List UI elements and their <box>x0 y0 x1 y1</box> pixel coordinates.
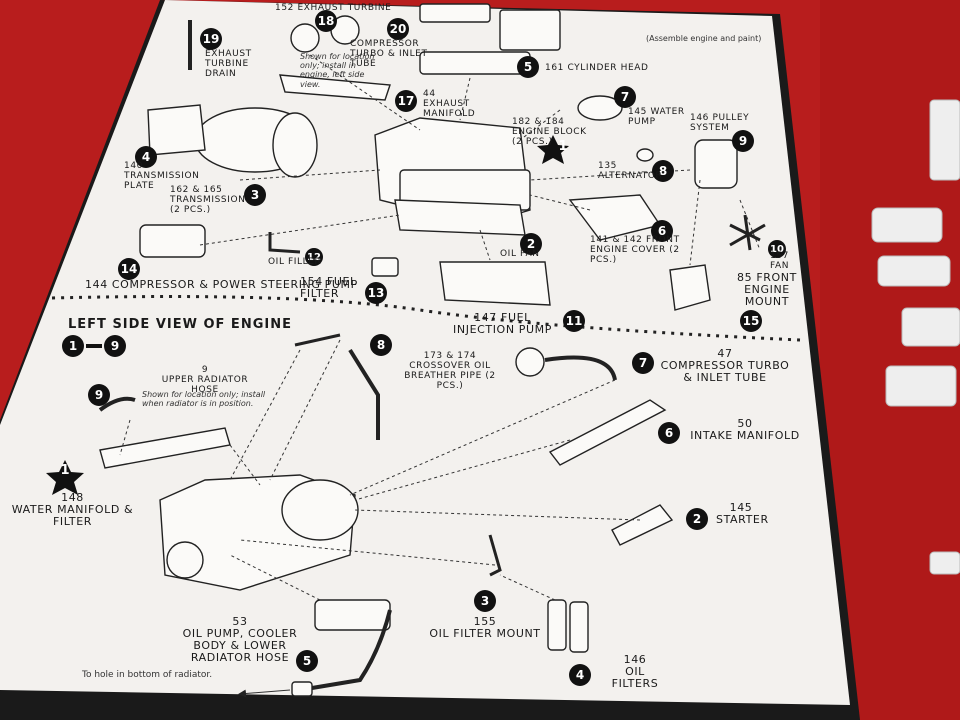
part-label: 144 COMPRESSOR & POWER STEERING PUMP <box>85 278 358 291</box>
step-badge: 13 <box>365 282 387 304</box>
part-label: 161 CYLINDER HEAD <box>545 63 649 73</box>
steps-to-badge: 9 <box>104 335 126 357</box>
step-star-top <box>537 135 569 164</box>
fuel-injection-pump-part <box>439 261 551 306</box>
part-label: 140 TRANSMISSION PLATE <box>124 161 200 191</box>
step-badge: 11 <box>563 310 585 332</box>
oil-filter-mount-part <box>488 534 502 577</box>
compressor-part <box>139 224 206 258</box>
step-badge: 5 <box>296 650 318 672</box>
part-label: 44 EXHAUST MANIFOLD <box>423 89 476 119</box>
step-badge: 7 <box>614 86 636 108</box>
part-label: 141 & 142 FRONT ENGINE COVER (2 pcs.) <box>590 235 680 265</box>
step-badge: 6 <box>651 220 673 242</box>
part-label: 182 & 184 ENGINE BLOCK (2 pcs.) <box>512 117 587 147</box>
step-badge: 3 <box>244 184 266 206</box>
engine-block-step: 1 <box>558 138 568 154</box>
step-badge: 19 <box>200 28 222 50</box>
step-badge: 15 <box>740 310 762 332</box>
step-badge: 5 <box>517 56 539 78</box>
part-label: EXHAUST TURBINE DRAIN <box>205 49 252 79</box>
range-dash <box>86 344 102 348</box>
step-badge: 9 <box>732 130 754 152</box>
oil-filter-part <box>547 599 567 651</box>
pulley-system-part <box>694 139 738 189</box>
step-badge: 20 <box>387 18 409 40</box>
part-label: OIL FILLER <box>268 257 322 267</box>
plastic-parts <box>871 99 960 575</box>
intake-manifold-part <box>548 399 667 466</box>
section-title: LEFT SIDE VIEW OF ENGINE <box>68 317 292 332</box>
part-label: 152 EXHAUST TURBINE <box>275 3 392 13</box>
part-label: 146 PULLEY SYSTEM <box>690 113 750 133</box>
oil-pan-part <box>394 199 526 236</box>
compressor-turbo-part <box>515 347 545 377</box>
left-leader-lines <box>119 339 641 698</box>
part-label: 147 FUEL INJECTION PUMP <box>453 311 552 337</box>
upper-radiator-hose-part <box>98 396 136 412</box>
exhaust-manifold-part <box>279 74 391 101</box>
fuel-filter-part <box>371 257 399 277</box>
step-star-left <box>46 460 84 495</box>
location-note: Shown for location only; install in engi… <box>300 52 375 89</box>
step-badge: 18 <box>315 10 337 32</box>
transmission-plate-part <box>147 104 206 156</box>
alternator-part <box>636 148 654 162</box>
water-pump-part <box>577 95 623 121</box>
oil-pump-cooler-part <box>314 599 391 631</box>
step-badge: 3 <box>474 590 496 612</box>
step-badge: 9 <box>88 384 110 406</box>
exhaust-turbine-part <box>290 23 320 53</box>
left-view-parts <box>98 333 674 697</box>
breather-pipe-part <box>348 348 380 440</box>
radiator-note: To hole in bottom of radiator. <box>82 670 213 680</box>
hose-note: Shown for location only; install when ra… <box>142 390 266 409</box>
oil-filler-part <box>268 232 301 254</box>
part-label: 154 FUEL FILTER <box>300 275 357 301</box>
water-manifold-step: 1 <box>60 462 70 478</box>
part-label: COMPRESSOR TURBO & INLET TUBE <box>350 39 428 69</box>
top-view-parts <box>139 3 766 311</box>
step-badge: 7 <box>632 352 654 374</box>
part-label: OIL PAN <box>500 249 540 259</box>
step-badge: 17 <box>395 90 417 112</box>
step-badge: 2 <box>686 508 708 530</box>
part-label: 145 WATER PUMP <box>628 107 685 127</box>
step-badge: 2 <box>520 233 542 255</box>
step-badge: 10 <box>768 240 786 258</box>
step-badge: 4 <box>135 146 157 168</box>
step-badge: 14 <box>118 258 140 280</box>
part-label: 85 FRONT ENGINE MOUNT <box>737 271 797 309</box>
step-badge: 6 <box>658 422 680 444</box>
step-badge: 4 <box>569 664 591 686</box>
step-badge: 8 <box>370 334 392 356</box>
assemble-note: (Assemble engine and paint) <box>646 34 762 43</box>
step-badge: 8 <box>652 160 674 182</box>
step-badge: 12 <box>305 248 323 266</box>
starter-part <box>611 504 674 546</box>
steps-from-badge: 1 <box>62 335 84 357</box>
part-label: 162 & 165 TRANSMISSION (2 pcs.) <box>170 185 246 215</box>
fan-part <box>729 214 766 251</box>
part-label: 135 ALTERNATOR <box>598 161 663 181</box>
part-label: 157 FAN <box>770 251 790 271</box>
part-label: 173 & 174 CROSSOVER OIL BREATHER PIPE (2… <box>404 351 496 391</box>
front-engine-mount-part <box>669 264 711 311</box>
